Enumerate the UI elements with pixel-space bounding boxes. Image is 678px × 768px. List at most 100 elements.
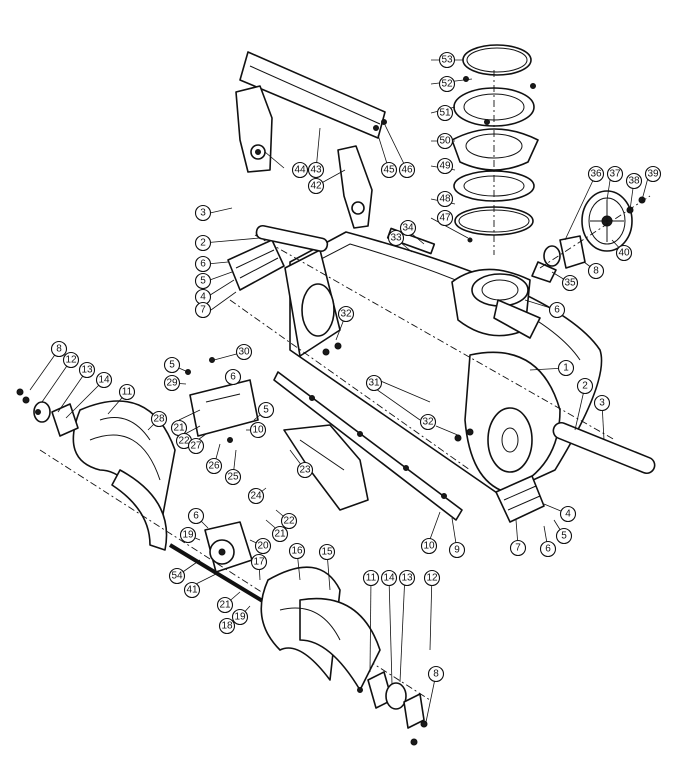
- callout-2-top: 2: [194, 234, 212, 252]
- svg-text:6: 6: [193, 511, 199, 522]
- svg-text:2: 2: [582, 381, 588, 392]
- svg-text:8: 8: [56, 344, 62, 355]
- skid-shoes: [227, 239, 545, 523]
- callout-19-b: 19: [231, 608, 249, 626]
- svg-text:28: 28: [153, 414, 165, 425]
- chute-ring-stack: [451, 44, 539, 255]
- callout-8-left: 8: [50, 340, 68, 358]
- callout-37: 37: [606, 165, 624, 183]
- svg-text:38: 38: [628, 176, 640, 187]
- svg-text:13: 13: [81, 365, 93, 376]
- callout-13-left: 13: [78, 361, 96, 379]
- auger-spiral-left: [72, 400, 176, 551]
- callout-31: 31: [365, 374, 383, 392]
- svg-text:2: 2: [200, 238, 206, 249]
- callout-16: 16: [288, 542, 306, 560]
- svg-text:12: 12: [426, 573, 438, 584]
- svg-text:14: 14: [98, 375, 110, 386]
- drive-pulley-assembly: [531, 190, 651, 283]
- svg-text:37: 37: [609, 169, 621, 180]
- svg-text:4: 4: [200, 292, 206, 303]
- svg-text:21: 21: [274, 529, 286, 540]
- svg-text:30: 30: [238, 347, 250, 358]
- svg-text:23: 23: [299, 465, 311, 476]
- svg-text:50: 50: [439, 136, 451, 147]
- callout-23: 23: [296, 461, 314, 479]
- callout-17: 17: [250, 553, 268, 571]
- svg-text:17: 17: [253, 557, 265, 568]
- callout-53: 53: [438, 51, 456, 69]
- svg-text:49: 49: [439, 161, 451, 172]
- svg-text:22: 22: [178, 436, 190, 447]
- svg-text:5: 5: [561, 531, 567, 542]
- callout-11-right: 11: [362, 569, 380, 587]
- svg-text:6: 6: [200, 259, 206, 270]
- callout-5-top: 5: [194, 272, 212, 290]
- callout-4-right: 4: [559, 505, 577, 523]
- svg-text:29: 29: [166, 378, 178, 389]
- svg-text:54: 54: [171, 571, 183, 582]
- callout-41: 41: [183, 581, 201, 599]
- svg-text:6: 6: [554, 305, 560, 316]
- callout-18: 18: [218, 617, 236, 635]
- svg-text:14: 14: [383, 573, 395, 584]
- svg-text:21: 21: [173, 423, 185, 434]
- callout-29: 29: [163, 374, 181, 392]
- svg-text:3: 3: [200, 208, 206, 219]
- svg-text:10: 10: [252, 425, 264, 436]
- callout-5-mid: 5: [163, 356, 181, 374]
- svg-text:42: 42: [310, 181, 322, 192]
- callout-1: 1: [557, 359, 575, 377]
- svg-text:20: 20: [257, 541, 269, 552]
- scraper-bar: [273, 371, 463, 521]
- callout-49: 49: [436, 157, 454, 175]
- svg-text:19: 19: [234, 612, 246, 623]
- svg-text:51: 51: [439, 108, 451, 119]
- callout-33: 33: [387, 229, 405, 247]
- svg-text:5: 5: [263, 405, 269, 416]
- svg-text:3: 3: [599, 398, 605, 409]
- svg-text:25: 25: [227, 472, 239, 483]
- svg-text:5: 5: [169, 360, 175, 371]
- callout-40: 40: [615, 244, 633, 262]
- callout-3-top: 3: [194, 204, 212, 222]
- callout-46: 46: [398, 161, 416, 179]
- svg-text:15: 15: [321, 547, 333, 558]
- svg-text:5: 5: [200, 276, 206, 287]
- callout-2-right: 2: [576, 377, 594, 395]
- callout-14-left: 14: [95, 371, 113, 389]
- gearbox: [204, 521, 253, 573]
- bearing-stack-left: [16, 388, 79, 437]
- svg-text:39: 39: [647, 169, 659, 180]
- callout-8-pulley: 8: [587, 262, 605, 280]
- svg-text:48: 48: [439, 194, 451, 205]
- svg-text:40: 40: [618, 248, 630, 259]
- callout-6-top: 6: [194, 255, 212, 273]
- callout-19-a: 19: [179, 526, 197, 544]
- callout-8-right: 8: [427, 665, 445, 683]
- callout-50: 50: [436, 132, 454, 150]
- svg-text:41: 41: [186, 585, 198, 596]
- side-rails: [255, 224, 656, 475]
- callout-51: 51: [436, 104, 454, 122]
- svg-text:35: 35: [564, 278, 576, 289]
- svg-text:9: 9: [454, 545, 460, 556]
- svg-text:52: 52: [441, 79, 453, 90]
- callout-28: 28: [150, 410, 168, 428]
- callout-39: 39: [644, 165, 662, 183]
- callout-9: 9: [448, 541, 466, 559]
- callout-12-left: 12: [62, 351, 80, 369]
- svg-text:16: 16: [291, 546, 303, 557]
- callout-34: 34: [399, 219, 417, 237]
- callout-21-bottom: 21: [216, 596, 234, 614]
- svg-text:47: 47: [439, 213, 451, 224]
- callout-10-center: 10: [249, 421, 267, 439]
- callout-24: 24: [247, 487, 265, 505]
- callout-38: 38: [625, 172, 643, 190]
- svg-text:24: 24: [250, 491, 262, 502]
- svg-text:10: 10: [423, 541, 435, 552]
- callout-30: 30: [235, 343, 253, 361]
- callout-5-center: 5: [257, 401, 275, 419]
- callout-21-low: 21: [271, 525, 289, 543]
- svg-text:11: 11: [366, 573, 377, 584]
